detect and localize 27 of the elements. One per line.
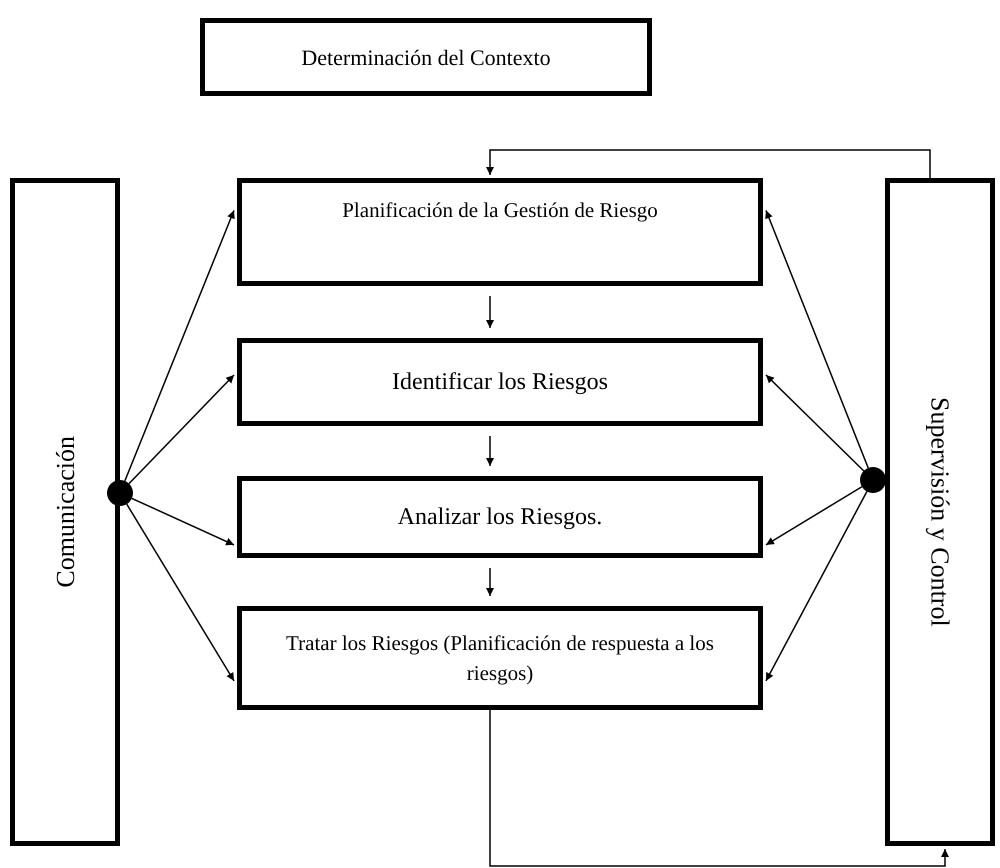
- box-label: Comunicación: [50, 436, 80, 588]
- arrow: [489, 710, 949, 867]
- box-label: Identificar los Riesgos: [392, 368, 608, 397]
- process-box: [200, 18, 652, 96]
- process-box: [885, 178, 995, 846]
- process-box: [237, 178, 763, 286]
- arrow: [132, 498, 234, 546]
- box-label: Tratar los Riesgos (Planificación de respuesta a los riesgos): [285, 630, 715, 687]
- box-label: Analizar los Riesgos.: [398, 503, 602, 532]
- arrow: [486, 568, 494, 596]
- arrow: [486, 296, 494, 328]
- arrow: [486, 149, 931, 178]
- arrow: [765, 210, 869, 468]
- process-box: [237, 606, 763, 710]
- arrow: [126, 504, 235, 682]
- box-label: Planificación de la Gestión de Riesgo: [342, 197, 658, 224]
- arrow: [766, 486, 862, 546]
- box-label: Supervisión y Control: [924, 397, 956, 627]
- arrow: [765, 374, 864, 472]
- arrow: [486, 436, 494, 466]
- process-box: [10, 178, 120, 846]
- process-box: [237, 338, 763, 426]
- process-box: [237, 476, 763, 558]
- arrow: [128, 374, 235, 484]
- box-label: Determinación del Contexto: [301, 44, 551, 72]
- arrow: [124, 210, 235, 482]
- arrow: [765, 491, 868, 682]
